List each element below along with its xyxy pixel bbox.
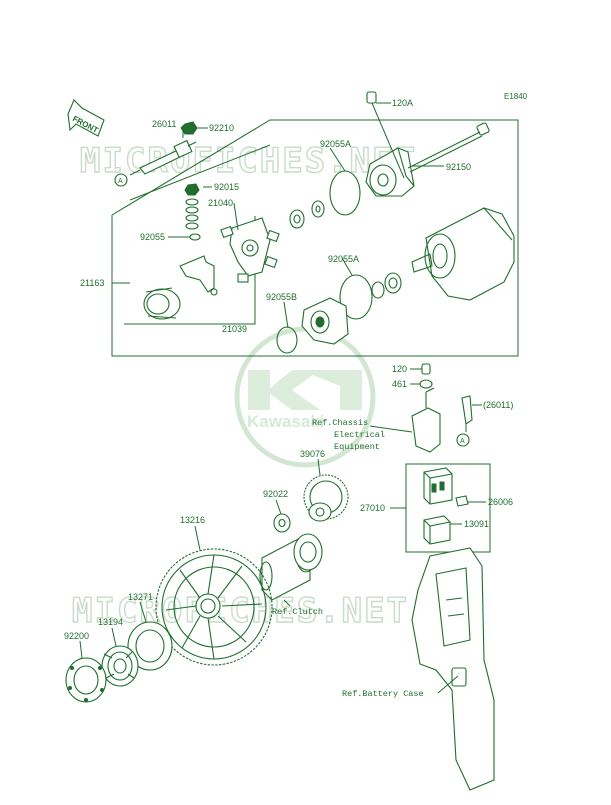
watermark-top: MICROFICHES.NET — [80, 141, 417, 181]
label-26006: 26006 — [488, 497, 513, 507]
part-21163-end-cover — [143, 287, 181, 320]
label-92055a-mid: 92055A — [328, 254, 359, 264]
label-92055: 92055 — [140, 232, 165, 242]
part-clutch-sleeve — [259, 533, 323, 601]
part-27010-relay — [423, 467, 453, 505]
part-26011-cable-ref — [461, 395, 482, 432]
starter-assembly-frame — [111, 119, 519, 357]
diagram-code: E1840 — [504, 92, 528, 101]
label-120a: 120A — [392, 98, 413, 108]
leader-lines-top — [168, 128, 444, 329]
part-rear-housing — [301, 297, 349, 345]
kawasaki-logo-text: Kawasaki — [247, 412, 325, 431]
part-39076-idle-gear — [303, 474, 349, 522]
part-461-clamp — [419, 379, 433, 389]
part-brush-bracket — [179, 255, 218, 296]
part-13271-plate — [127, 621, 173, 671]
label-13216: 13216 — [180, 515, 205, 525]
label-39076: 39076 — [300, 449, 325, 459]
label-92210: 92210 — [209, 123, 234, 133]
ref-chassis-line1: Ref.Chassis — [312, 418, 368, 428]
label-21163: 21163 — [80, 278, 104, 288]
label-92055a-top: 92055A — [320, 139, 351, 149]
part-92055a-oring-mid — [339, 274, 373, 320]
part-92055b-oring — [276, 326, 298, 354]
ref-clutch: Ref.Clutch — [272, 607, 323, 617]
label-92015: 92015 — [214, 182, 239, 192]
callout-a-top — [114, 173, 128, 187]
label-13271: 13271 — [128, 592, 153, 602]
ref-battery-case: Ref.Battery Case — [342, 689, 424, 699]
part-washer-stack — [184, 183, 201, 241]
part-92210-nut — [180, 121, 198, 135]
part-relay-bracket — [411, 387, 441, 453]
label-92055b: 92055B — [266, 292, 297, 302]
label-92150: 92150 — [446, 162, 471, 172]
ref-chassis-line2: Electrical — [334, 430, 385, 440]
part-motor-yoke — [411, 207, 515, 301]
label-26011-ref: (26011) — [483, 400, 513, 410]
relay-group-frame — [405, 463, 491, 553]
part-92022-washer — [273, 513, 291, 533]
callout-a-top-label: A — [118, 178, 123, 185]
label-21039: 21039 — [222, 324, 247, 334]
part-13194-one-way-clutch — [101, 645, 139, 687]
label-92022: 92022 — [263, 489, 288, 499]
callout-a-right — [456, 433, 470, 447]
label-461: 461 — [392, 379, 407, 389]
label-92200: 92200 — [64, 631, 89, 641]
watermark-bottom: MICROFICHES.NET — [72, 591, 409, 631]
ref-chassis-leader — [369, 425, 413, 433]
label-27010: 27010 — [360, 503, 385, 513]
label-26011: 26011 — [152, 119, 176, 129]
part-brush-plate — [220, 217, 280, 283]
part-120a-bolt — [366, 91, 405, 179]
part-bearing-top — [289, 200, 325, 229]
part-120-bolt — [421, 363, 431, 375]
label-13091: 13091 — [464, 519, 489, 529]
kawasaki-logo: Kawasaki — [234, 326, 376, 468]
front-arrow-icon: FRONT — [67, 99, 105, 137]
label-13194: 13194 — [98, 617, 123, 627]
ref-chassis-line3: Equipment — [334, 442, 380, 452]
label-120: 120 — [392, 364, 407, 374]
part-26011-cable — [129, 139, 197, 176]
part-92200-gasket — [65, 657, 107, 703]
battery-case-ref-shape — [411, 547, 495, 791]
part-13091-cover — [423, 515, 451, 545]
callout-a-right-label: A — [460, 438, 465, 445]
part-13216-starter-sprocket — [155, 548, 273, 666]
part-front-housing — [365, 147, 415, 197]
label-21040: 21040 — [208, 198, 233, 208]
part-26006-connector — [455, 495, 469, 507]
part-rings-mid — [371, 272, 402, 299]
